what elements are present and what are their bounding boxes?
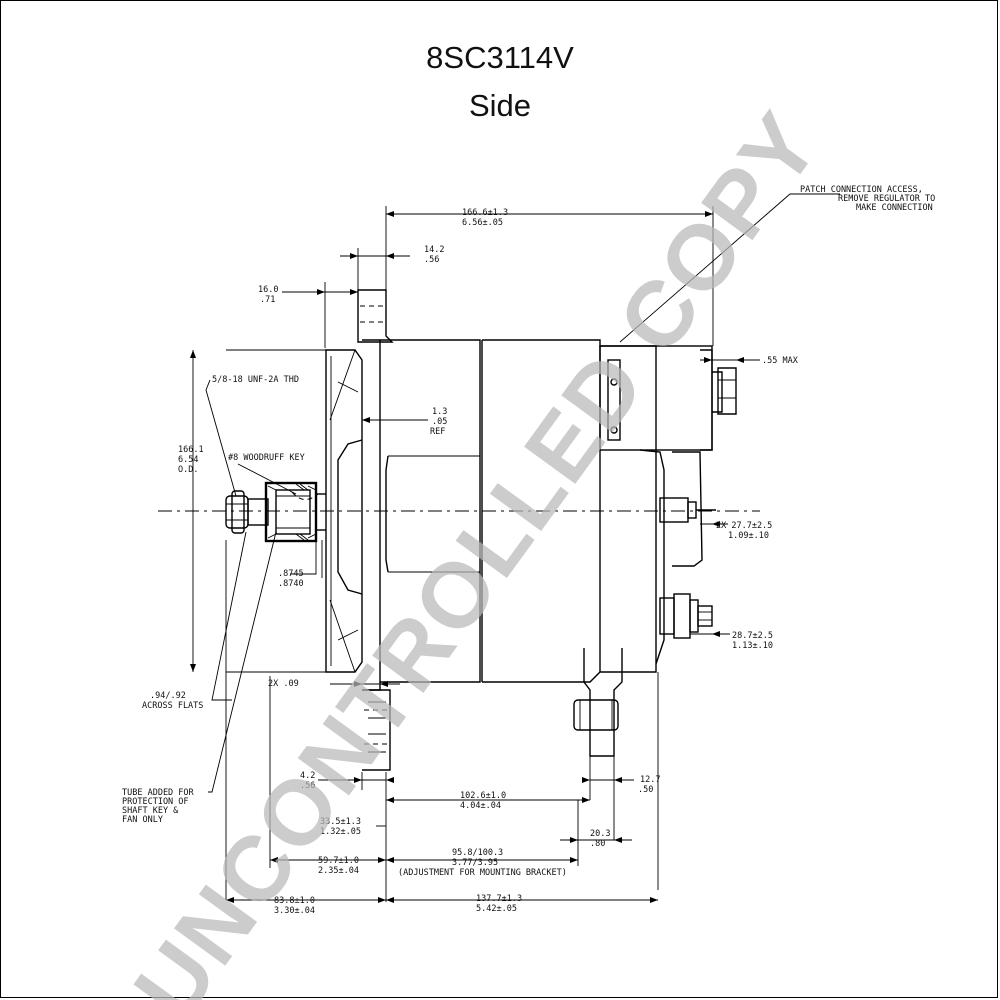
dim-ear-width-mm: 14.2: [424, 245, 444, 255]
dim-flats-label: ACROSS FLATS: [142, 701, 203, 711]
dim-foot-width-mm: 12.7: [640, 775, 660, 785]
dim-ear-offset-mm: 16.0: [258, 285, 278, 295]
note-connection-line-1: PATCH CONNECTION ACCESS,: [800, 185, 923, 195]
lower-mounting-foot: [573, 648, 623, 757]
dim-ear-width-in: .56: [424, 255, 439, 265]
dim-flats-value: .94/.92: [150, 691, 186, 701]
dim-mount-adjust-mm: 95.8/100.3: [452, 848, 503, 858]
rear-terminals: [659, 451, 716, 639]
dim-foot-offset-mm: 20.3: [590, 829, 610, 839]
dim-overall-length-in: 6.56±.05: [462, 218, 503, 228]
note-key: #8 WOODRUFF KEY: [228, 453, 305, 463]
note-connection-line-3: MAKE CONNECTION: [856, 203, 933, 213]
dim-od-mm: 166.1: [178, 445, 204, 455]
dim-pivot-spacing-in: 4.04±.04: [460, 801, 501, 811]
dimension-lines: [190, 211, 760, 903]
upper-mounting-ear: [357, 289, 394, 343]
regulator: [599, 345, 737, 451]
dim-terminal-1-mm: 2X 27.7±2.5: [716, 521, 772, 531]
dim-shoulder-mm: 4.2: [300, 771, 315, 781]
dim-shaft-dia-min: .8740: [278, 579, 304, 589]
note-connection-line-2: REMOVE REGULATOR TO: [838, 194, 935, 204]
extension-lines: [225, 206, 714, 902]
dim-od-in: 6.54: [178, 455, 198, 465]
dim-ref-in: .05: [432, 417, 447, 427]
dim-mount-adjust-in: 3.77/3.95: [452, 858, 498, 868]
dim-shaft-dia-max: .8745: [278, 569, 304, 579]
leader-lines: [205, 193, 840, 793]
dim-pivot-spacing-mm: 102.6±1.0: [460, 791, 506, 801]
dim-rear-overall-in: 5.42±.05: [476, 904, 517, 914]
dim-shoulder-in: .56: [300, 781, 315, 791]
dim-terminal-2-mm: 28.7±2.5: [732, 631, 773, 641]
dim-pulley-bracket-in: 2.35±.04: [318, 866, 359, 876]
dim-terminal-1-in: 1.09±.10: [728, 531, 769, 541]
note-tube-line-1: TUBE ADDED FOR: [122, 788, 195, 798]
dim-flats-gap: 2X .09: [268, 679, 299, 689]
note-tube-line-4: FAN ONLY: [122, 815, 163, 825]
dim-ref-label: REF: [430, 427, 445, 437]
dim-front-overall-in: 3.30±.04: [274, 906, 315, 916]
note-tube-line-2: PROTECTION OF: [122, 797, 189, 807]
lower-front-ear: [362, 689, 391, 771]
dim-terminal-2-in: 1.13±.10: [732, 641, 773, 651]
front-housing: [337, 339, 483, 691]
dim-ref-mm: 1.3: [432, 407, 447, 417]
dim-bracket-front-in: 1.32±.05: [320, 827, 361, 837]
notes: 5/8-18 UNF-2A THD #8 WOODRUFF KEY PATCH …: [122, 185, 935, 825]
dim-rear-overall-mm: 137.7±1.3: [476, 894, 522, 904]
note-thread: 5/8-18 UNF-2A THD: [212, 375, 299, 385]
dim-foot-width-in: .50: [638, 785, 653, 795]
dim-foot-offset-in: .80: [590, 839, 605, 849]
dim-max-clearance: .55 MAX: [762, 356, 799, 366]
shaft-assembly: [225, 481, 326, 543]
note-tube-line-3: SHAFT KEY &: [122, 806, 179, 816]
dim-front-overall-mm: 83.8±1.0: [274, 896, 315, 906]
dim-bracket-front-mm: 33.5±1.3: [320, 817, 361, 827]
dim-pulley-bracket-mm: 59.7±1.0: [318, 856, 359, 866]
drawing-title: 8SC3114V: [426, 40, 574, 75]
dim-od-label: O.D.: [178, 465, 198, 475]
dim-overall-length-mm: 166.6±1.3: [462, 208, 508, 218]
drawing-subtitle: Side: [468, 88, 532, 123]
dim-mount-adjust-note: (ADJUSTMENT FOR MOUNTING BRACKET): [398, 868, 567, 878]
dim-ear-offset-in: .71: [260, 295, 275, 305]
dimension-labels: 166.6±1.3 6.56±.05 14.2 .56 16.0 .71 166…: [142, 208, 799, 916]
